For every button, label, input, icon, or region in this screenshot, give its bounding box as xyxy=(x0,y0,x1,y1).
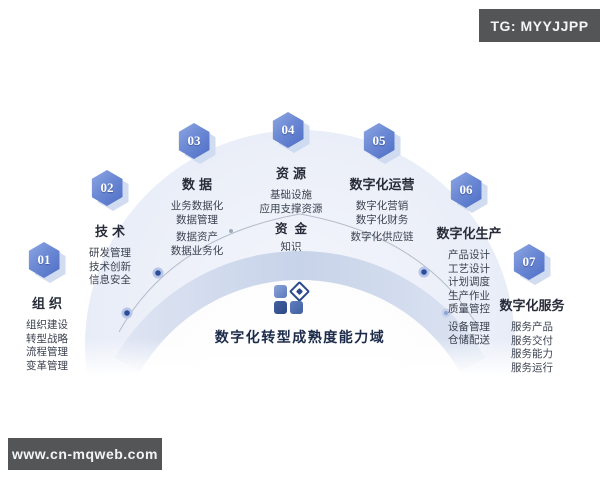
node-item: 技术创新 xyxy=(89,260,131,273)
logo-square-icon xyxy=(274,301,287,314)
hexagon-05: 05 xyxy=(362,123,403,165)
node-data: 03 数据 业务数据化数据管理 数据资产数据业务化 xyxy=(142,123,252,258)
node-title: 数字化生产 xyxy=(436,226,502,241)
node-item: 数据管理 xyxy=(176,213,218,226)
node-items-secondary: 数字化供应链 xyxy=(325,231,439,245)
node-number: 05 xyxy=(372,133,386,148)
hexagon-01: 01 xyxy=(27,242,68,284)
arc-band xyxy=(114,251,486,373)
node-item: 流程管理 xyxy=(26,346,68,358)
node-items: 产品设计工艺设计计划调度生产作业质量管控 xyxy=(419,249,519,317)
node-title: 数字化运营 xyxy=(349,177,415,192)
node-number: 02 xyxy=(100,180,114,195)
arc-dots xyxy=(121,229,451,319)
inner-dome xyxy=(115,280,485,480)
node-resources: 04 资源 基础设施应用支撑资源 资金 知识 xyxy=(236,112,346,255)
node-item: 数据资产 xyxy=(176,231,218,243)
arc-dot xyxy=(421,269,427,275)
node-items: 基础设施应用支撑资源 xyxy=(236,189,346,216)
node-subtitle: 资金 xyxy=(274,222,314,236)
node-item: 服务交付 xyxy=(511,334,553,347)
hexagon-02: 02 xyxy=(90,170,131,212)
logo-square-icon xyxy=(290,301,303,314)
node-title: 资源 xyxy=(275,166,310,181)
node-digital-services: 07 数字化服务 服务产品服务交付服务能力服务运行 xyxy=(482,244,582,375)
hexagon-03: 03 xyxy=(177,123,218,165)
arc-dot xyxy=(444,311,448,315)
node-item: 组织建设 xyxy=(26,319,68,331)
logo-square-icon xyxy=(274,285,287,298)
hexagon: 01 xyxy=(28,242,60,278)
node-item: 计划调度 xyxy=(448,276,490,288)
node-item: 服务能力 xyxy=(511,348,553,360)
node-item: 研发管理 xyxy=(89,247,131,259)
node-item: 质量管控 xyxy=(448,303,490,315)
watermark-top-right: TG: MYYJJPP xyxy=(479,9,600,42)
hexagon-07: 07 xyxy=(512,244,553,286)
hexagon: 03 xyxy=(178,123,210,159)
node-digital-operations: 05 数字化运营 数字化营销数字化财务 数字化供应链 xyxy=(325,123,439,245)
node-organization: 01 组织 组织建设转型战略流程管理变革管理 xyxy=(2,242,92,373)
node-items: 研发管理技术创新信息安全 xyxy=(65,247,155,288)
node-number: 04 xyxy=(281,122,295,137)
squares-diamond-logo-icon xyxy=(274,280,311,315)
node-items: 数字化营销数字化财务 xyxy=(325,200,439,227)
diagram-title: 数字化转型成熟度能力域 xyxy=(214,329,386,345)
node-number: 01 xyxy=(37,252,51,267)
arc-dot xyxy=(155,270,161,276)
node-item: 工艺设计 xyxy=(448,262,490,275)
node-title: 组织 xyxy=(31,296,66,311)
hexagon: 07 xyxy=(513,244,545,280)
node-number: 07 xyxy=(522,254,536,269)
node-items-secondary: 数据资产数据业务化 xyxy=(142,231,252,258)
arc-dot-small xyxy=(229,229,233,233)
node-item: 数字化营销 xyxy=(355,200,409,212)
node-item: 变革管理 xyxy=(26,359,68,372)
watermark-bottom-left: www.cn-mqweb.com xyxy=(8,438,162,470)
node-title: 技术 xyxy=(94,224,129,239)
node-item: 数据业务化 xyxy=(170,244,224,257)
node-items-secondary: 知识 xyxy=(236,241,346,255)
node-items: 组织建设转型战略流程管理变革管理 xyxy=(2,319,92,373)
node-item: 服务运行 xyxy=(511,361,553,374)
node-number: 03 xyxy=(187,133,201,148)
node-item: 业务数据化 xyxy=(170,200,224,212)
node-item: 应用支撑资源 xyxy=(259,202,323,215)
node-item: 数字化供应链 xyxy=(350,231,414,243)
node-item: 转型战略 xyxy=(26,332,68,345)
arc-dot xyxy=(124,310,130,316)
logo-diamond-core xyxy=(295,287,304,296)
node-digital-production: 06 数字化生产 产品设计工艺设计计划调度生产作业质量管控 设备管理仓储配送 xyxy=(419,172,519,348)
node-items: 业务数据化数据管理 xyxy=(142,200,252,227)
node-items-secondary: 设备管理仓储配送 xyxy=(419,321,519,348)
node-item: 设备管理 xyxy=(448,320,490,333)
node-item: 产品设计 xyxy=(448,249,490,261)
node-title: 数据 xyxy=(181,177,216,192)
node-technology: 02 技术 研发管理技术创新信息安全 xyxy=(65,170,155,288)
node-item: 知识 xyxy=(280,241,302,253)
node-item: 仓储配送 xyxy=(448,334,490,346)
node-items: 服务产品服务交付服务能力服务运行 xyxy=(482,321,582,375)
arc-dot-open xyxy=(362,232,370,240)
node-item: 基础设施 xyxy=(270,189,312,201)
hexagon-04: 04 xyxy=(271,112,312,154)
node-item: 服务产品 xyxy=(511,321,553,333)
node-title: 数字化服务 xyxy=(499,298,565,313)
connector-line xyxy=(118,213,482,333)
node-item: 数字化财务 xyxy=(355,213,409,226)
node-item: 信息安全 xyxy=(89,274,131,286)
node-number: 06 xyxy=(459,182,473,197)
node-item: 生产作业 xyxy=(448,289,490,302)
hexagon-06: 06 xyxy=(449,172,490,214)
logo-diamond-icon xyxy=(288,280,311,303)
